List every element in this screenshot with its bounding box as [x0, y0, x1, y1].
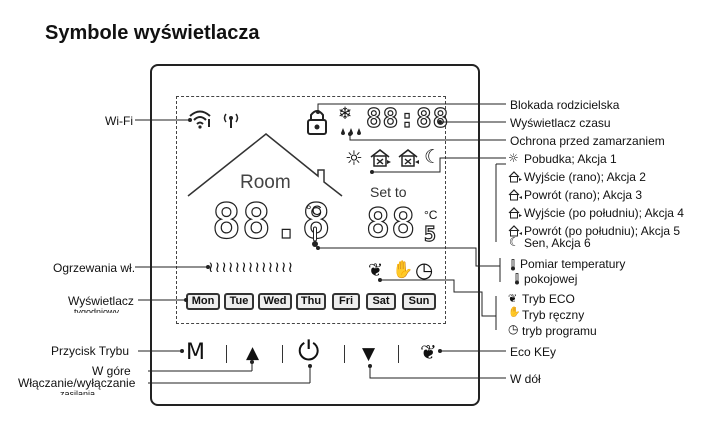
label-mode-button: Przycisk Trybu: [51, 344, 130, 358]
label-frost: Ochrona przed zamarzaniem: [510, 134, 665, 148]
day-sat: Sat: [366, 293, 396, 310]
day-thu: Thu: [296, 293, 326, 310]
sun-icon: ☼: [345, 146, 363, 170]
room-temp-digits: 88.8: [211, 194, 332, 250]
program-clock-icon: ◷: [415, 258, 434, 282]
thermometer-icon: [510, 258, 516, 276]
sun-icon: ☼: [508, 151, 519, 165]
mode-button[interactable]: M: [186, 340, 205, 365]
house-return-icon: [398, 148, 420, 173]
day-fri: Fri: [332, 293, 360, 310]
label-eco-mode: Tryb ECO: [522, 292, 575, 306]
eco-button[interactable]: ❦: [420, 340, 437, 364]
button-separator: [344, 345, 345, 363]
label-wake: Pobudka; Akcja 1: [524, 152, 617, 166]
clock-display: 88:88: [365, 103, 450, 134]
day-wed: Wed: [258, 293, 292, 310]
house-outline: [184, 130, 360, 215]
heating-waves: ≀≀≀≀≀≀≀≀≀≀≀≀≀: [208, 258, 295, 276]
label-leave-afternoon: Wyjście (po południu); Akcja 4: [524, 206, 684, 220]
set-temp-unit: °C: [424, 208, 438, 222]
set-temp-decimal: 5: [423, 221, 438, 246]
label-eco-key: Eco KEy: [510, 345, 557, 359]
label-child-lock: Blokada rodzicielska: [510, 98, 620, 112]
label-heating: Ogrzewania wł.: [53, 261, 136, 275]
button-separator: [226, 345, 227, 363]
power-button[interactable]: ⏻: [298, 336, 320, 367]
label-sleep: Sen, Akcja 6: [524, 236, 591, 250]
moon-icon: ☾: [509, 235, 520, 249]
house-leave-icon: [508, 170, 522, 188]
thermometer-icon: [514, 272, 520, 290]
day-sun: Sun: [402, 293, 436, 310]
program-clock-icon: ◷: [508, 322, 519, 336]
thermostat-panel: [150, 64, 480, 406]
house-leave-icon: [370, 148, 392, 173]
label-weekly: Wyświetlacz: [68, 294, 134, 308]
set-to-label: Set to: [370, 184, 407, 200]
day-tue: Tue: [224, 293, 254, 310]
label-room-temp: Pomiar temperatury: [520, 257, 626, 271]
button-separator: [398, 345, 399, 363]
lcd-screen: [176, 96, 446, 324]
room-label: Room: [240, 172, 291, 193]
moon-icon: ☾: [424, 146, 442, 168]
page-title: Symbole wyświetlacza: [45, 22, 260, 44]
label-return-morning: Powrót (rano); Akcja 3: [524, 188, 643, 202]
room-temp-unit: °C: [306, 202, 322, 218]
eco-leaf-icon: ❦: [508, 292, 518, 305]
label-power-cont: zasilania: [60, 390, 96, 395]
house-return-icon: [508, 188, 522, 206]
up-button[interactable]: ▲: [246, 343, 260, 363]
antenna-icon: [222, 110, 240, 135]
set-temp-digits: 88: [365, 201, 417, 247]
label-return-afternoon: Powrót (po południu); Akcja 5: [524, 224, 681, 238]
label-manual-mode: Tryb ręczny: [522, 308, 585, 322]
label-time-display: Wyświetlacz czasu: [510, 116, 611, 130]
hand-icon: ✋: [508, 307, 521, 318]
label-room-temp-cont: pokojowej: [524, 272, 578, 286]
house-leave-pm-icon: [508, 206, 522, 224]
label-program-mode: tryb programu: [522, 324, 597, 338]
wifi-icon: [188, 108, 212, 135]
thermometer-icon: [311, 226, 319, 253]
label-up: W góre: [92, 364, 131, 378]
label-power: Włączanie/wyłączanie: [18, 376, 136, 390]
down-button[interactable]: ▼: [362, 344, 376, 364]
label-down: W dół: [510, 372, 541, 386]
button-separator: [282, 345, 283, 363]
hand-icon: ✋: [392, 260, 414, 280]
snowflake-icon: ❄: [338, 104, 353, 124]
house-return-pm-icon: [508, 224, 522, 242]
label-weekly-cont: tygodniowy: [74, 308, 120, 313]
label-wifi: Wi-Fi: [105, 114, 133, 128]
eco-leaf-icon: ❦: [368, 260, 384, 281]
label-leave-morning: Wyjście (rano); Akcja 2: [524, 170, 646, 184]
